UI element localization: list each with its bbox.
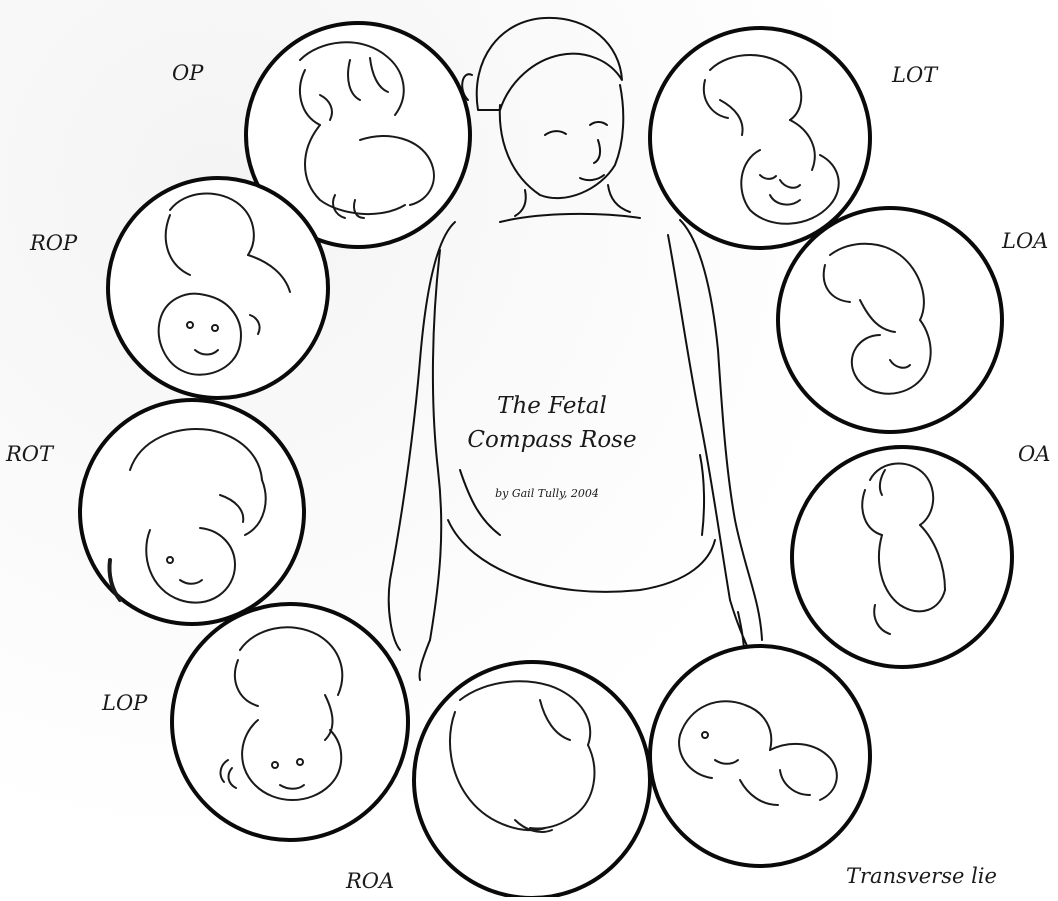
- label-rop: ROP: [29, 231, 78, 255]
- position-circle-rot: [80, 400, 304, 624]
- title-line-1: The Fetal: [497, 393, 607, 419]
- position-circle-loa: [778, 208, 1002, 432]
- position-circle-oa: [792, 447, 1012, 667]
- mother-face: [500, 85, 623, 198]
- label-transverse-lie: Transverse lie: [846, 864, 997, 888]
- label-rot: ROT: [5, 442, 55, 466]
- label-lot: LOT: [891, 63, 939, 87]
- byline: by Gail Tully, 2004: [495, 487, 599, 500]
- position-circle-transverse-lie: [650, 646, 870, 866]
- title-block: The Fetal Compass Rose by Gail Tully, 20…: [467, 393, 636, 500]
- mother-right-arm: [668, 235, 730, 600]
- title-line-2: Compass Rose: [467, 427, 636, 453]
- label-lop: LOP: [101, 691, 148, 715]
- mother-left-arm: [430, 250, 441, 640]
- label-roa: ROA: [345, 869, 394, 893]
- label-oa: OA: [1018, 442, 1050, 466]
- mother-torso: [389, 222, 455, 650]
- position-circle-lop: [172, 604, 408, 840]
- label-loa: LOA: [1001, 229, 1048, 253]
- position-circle-roa: [414, 662, 650, 897]
- mother-hair: [477, 18, 622, 110]
- position-circle-rop: [108, 178, 328, 398]
- label-op: OP: [172, 61, 204, 85]
- position-circle-lot: [650, 28, 870, 248]
